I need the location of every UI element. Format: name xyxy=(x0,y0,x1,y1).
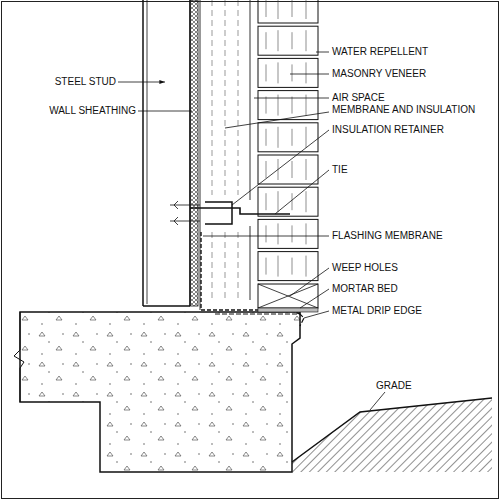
break-line xyxy=(14,312,24,402)
label-masonry-veneer: MASONRY VENEER xyxy=(332,68,426,79)
label-air-space: AIR SPACE xyxy=(332,92,385,103)
brick xyxy=(258,123,318,152)
brick-texture xyxy=(266,256,306,277)
metal-drip-edge xyxy=(215,314,304,326)
label-drip-edge: METAL DRIP EDGE xyxy=(332,305,422,316)
flashing-membrane xyxy=(201,232,300,314)
label-water-repellent: WATER REPELLENT xyxy=(332,46,428,57)
label-mortar-bed: MORTAR BED xyxy=(332,283,398,294)
brick xyxy=(258,58,318,87)
brick xyxy=(258,219,318,248)
steel-stud xyxy=(143,0,190,306)
mortar-bed xyxy=(258,308,318,312)
masonry-veneer xyxy=(258,0,318,281)
insulation xyxy=(200,0,250,310)
label-sheathing: WALL SHEATHING xyxy=(49,105,136,116)
label-grade: GRADE xyxy=(376,380,412,391)
brick xyxy=(258,187,318,216)
mortar-bed-course xyxy=(258,284,318,308)
brick-texture xyxy=(266,223,306,244)
brick-texture xyxy=(266,191,306,212)
wall-sheathing xyxy=(190,0,198,306)
label-tie: TIE xyxy=(332,164,348,175)
label-steel-stud: STEEL STUD xyxy=(55,76,116,87)
label-flashing: FLASHING MEMBRANE xyxy=(332,230,443,241)
brick xyxy=(258,26,318,55)
label-membrane: MEMBRANE AND INSULATION xyxy=(332,104,475,115)
tie-and-retainer xyxy=(170,201,290,225)
brick-texture xyxy=(266,127,306,148)
mortar-bed-cross xyxy=(258,284,318,308)
label-weep-holes: WEEP HOLES xyxy=(332,262,398,273)
concrete-foundation xyxy=(20,312,300,472)
brick-texture xyxy=(266,62,306,83)
brick xyxy=(258,252,318,281)
brick xyxy=(258,0,318,23)
label-retainer: INSULATION RETAINER xyxy=(332,124,444,135)
brick-texture xyxy=(266,30,306,51)
brick-texture xyxy=(266,159,306,180)
brick-texture xyxy=(266,0,306,19)
grade-line xyxy=(292,398,492,462)
brick xyxy=(258,155,318,184)
earth-hatch xyxy=(292,398,492,472)
